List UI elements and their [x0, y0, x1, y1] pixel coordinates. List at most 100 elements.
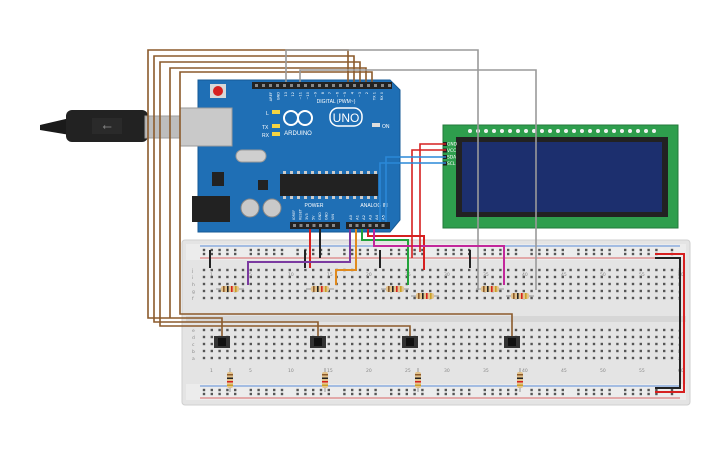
hole[interactable]: [374, 392, 377, 396]
hole[interactable]: [499, 335, 502, 339]
hole[interactable]: [631, 349, 635, 353]
hole[interactable]: [390, 268, 393, 272]
hole[interactable]: [241, 289, 245, 293]
hole[interactable]: [608, 296, 611, 300]
hole[interactable]: [483, 342, 486, 346]
hole[interactable]: [374, 275, 377, 279]
hole[interactable]: [366, 328, 369, 332]
hole[interactable]: [499, 248, 502, 252]
hole[interactable]: [429, 342, 432, 346]
header-hole[interactable]: [368, 224, 372, 227]
hole[interactable]: [577, 328, 580, 332]
hole[interactable]: [327, 252, 330, 256]
hole[interactable]: [483, 356, 486, 360]
hole[interactable]: [639, 349, 642, 353]
hole[interactable]: [280, 268, 284, 272]
hole[interactable]: [616, 282, 619, 286]
hole[interactable]: [546, 268, 549, 272]
hole[interactable]: [249, 335, 252, 339]
hole[interactable]: [522, 328, 525, 332]
pushbutton-cap[interactable]: [218, 338, 226, 346]
hole[interactable]: [631, 248, 635, 252]
hole[interactable]: [553, 349, 557, 353]
hole[interactable]: [304, 388, 307, 392]
hole[interactable]: [218, 392, 221, 396]
hole[interactable]: [390, 392, 393, 396]
hole[interactable]: [475, 296, 479, 300]
hole[interactable]: [218, 282, 221, 286]
hole[interactable]: [468, 296, 471, 300]
hole[interactable]: [234, 296, 237, 300]
hole[interactable]: [218, 296, 221, 300]
hole[interactable]: [358, 342, 362, 346]
hole[interactable]: [491, 282, 494, 286]
hole[interactable]: [429, 275, 432, 279]
hole[interactable]: [343, 388, 346, 392]
hole[interactable]: [358, 268, 362, 272]
header-hole[interactable]: [255, 84, 258, 87]
hole[interactable]: [265, 268, 268, 272]
hole[interactable]: [600, 388, 603, 392]
hole[interactable]: [249, 388, 252, 392]
hole[interactable]: [592, 248, 596, 252]
hole[interactable]: [343, 342, 346, 346]
hole[interactable]: [569, 342, 572, 346]
hole[interactable]: [358, 335, 362, 339]
resistor[interactable]: [306, 286, 334, 292]
hole[interactable]: [421, 388, 424, 392]
hole[interactable]: [304, 356, 307, 360]
hole[interactable]: [296, 289, 299, 293]
header-hole[interactable]: [293, 224, 296, 227]
hole[interactable]: [335, 342, 338, 346]
hole[interactable]: [561, 296, 564, 300]
hole[interactable]: [444, 268, 447, 272]
hole[interactable]: [452, 328, 455, 332]
hole[interactable]: [460, 356, 463, 360]
hole[interactable]: [374, 342, 377, 346]
hole[interactable]: [468, 342, 471, 346]
hole[interactable]: [335, 356, 338, 360]
hole[interactable]: [257, 248, 260, 252]
hole[interactable]: [647, 392, 650, 396]
hole[interactable]: [538, 388, 541, 392]
hole[interactable]: [366, 356, 369, 360]
hole[interactable]: [491, 248, 494, 252]
hole[interactable]: [296, 248, 299, 252]
hole[interactable]: [600, 296, 603, 300]
hole[interactable]: [483, 296, 486, 300]
hole[interactable]: [436, 342, 440, 346]
hole[interactable]: [312, 356, 315, 360]
resistor[interactable]: [506, 293, 534, 299]
hole[interactable]: [296, 342, 299, 346]
hole[interactable]: [655, 388, 658, 392]
hole[interactable]: [468, 282, 471, 286]
hole[interactable]: [577, 335, 580, 339]
hole[interactable]: [647, 282, 650, 286]
hole[interactable]: [624, 392, 627, 396]
header-hole[interactable]: [375, 224, 378, 227]
hole[interactable]: [585, 349, 588, 353]
hole[interactable]: [600, 328, 603, 332]
hole[interactable]: [374, 268, 377, 272]
hole[interactable]: [647, 328, 650, 332]
hole[interactable]: [413, 349, 416, 353]
hole[interactable]: [421, 289, 424, 293]
hole[interactable]: [499, 388, 502, 392]
hole[interactable]: [631, 282, 635, 286]
hole[interactable]: [507, 356, 510, 360]
hole[interactable]: [592, 342, 596, 346]
hole[interactable]: [374, 252, 377, 256]
hole[interactable]: [663, 328, 666, 332]
hole[interactable]: [647, 248, 650, 252]
hole[interactable]: [468, 335, 471, 339]
hole[interactable]: [561, 289, 564, 293]
hole[interactable]: [226, 356, 229, 360]
hole[interactable]: [265, 296, 268, 300]
hole[interactable]: [202, 356, 206, 360]
hole[interactable]: [210, 252, 213, 256]
hole[interactable]: [257, 388, 260, 392]
hole[interactable]: [585, 289, 588, 293]
hole[interactable]: [631, 268, 635, 272]
hole[interactable]: [522, 356, 525, 360]
hole[interactable]: [296, 275, 299, 279]
